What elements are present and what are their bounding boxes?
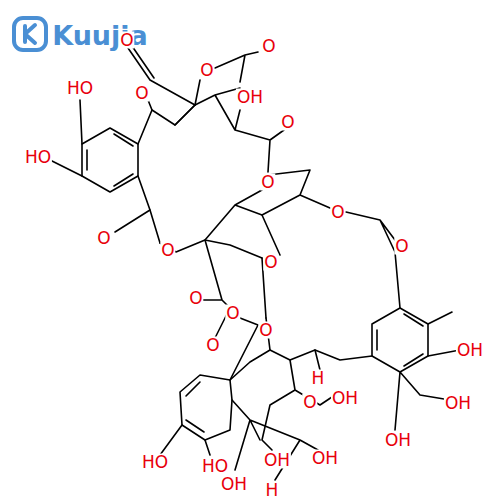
- atom-label: O: [394, 238, 409, 255]
- atom-label: O: [261, 38, 276, 55]
- atom-label: OH: [311, 450, 339, 467]
- atom-label: OH: [263, 452, 291, 469]
- atom-label: O: [134, 85, 149, 102]
- atom-label: O: [260, 174, 275, 191]
- atom-label: OH: [220, 476, 248, 493]
- atom-label: OH: [384, 432, 412, 449]
- atom-label: O: [119, 32, 134, 49]
- atom-label: O: [205, 337, 220, 354]
- atom-label: OH: [456, 342, 484, 359]
- atom-label: O: [330, 204, 345, 221]
- atom-label: O: [302, 394, 317, 411]
- atom-label: OH: [444, 395, 472, 412]
- atom-label: O: [258, 322, 273, 339]
- atom-label: HO: [201, 458, 229, 475]
- atom-label: O: [96, 230, 111, 247]
- atom-label: HO: [141, 454, 169, 471]
- atom-label: O: [199, 62, 214, 79]
- atom-label: O: [280, 114, 295, 131]
- atom-label: HO: [66, 80, 94, 97]
- atom-label: OH: [331, 390, 359, 407]
- atom-label: O: [160, 242, 175, 259]
- atom-label: OH: [236, 89, 264, 106]
- atom-label: O: [263, 254, 278, 271]
- atom-label: H: [265, 482, 280, 499]
- atom-label: O: [225, 305, 240, 322]
- atom-label: O: [188, 290, 203, 307]
- atom-label: H: [311, 370, 326, 387]
- atom-label: HO: [24, 149, 52, 166]
